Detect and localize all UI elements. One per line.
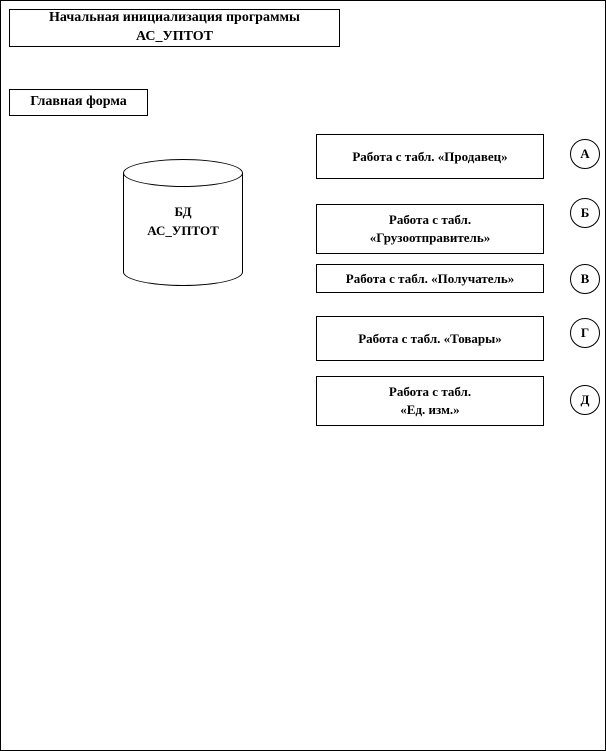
database-label: БД АС_УПТОТ — [123, 203, 243, 241]
table-box-gruzootpravitel: Работа с табл. «Грузоотправитель» — [316, 204, 544, 254]
connector-letter: А — [580, 146, 590, 161]
table-box-label: Работа с табл. «Продавец» — [352, 148, 508, 164]
table-box-tovary: Работа с табл. «Товары» — [316, 316, 544, 361]
database-label-line: АС_УПТОТ — [147, 222, 219, 238]
connector-letter: Г — [580, 325, 590, 340]
init-box: Начальная инициализация программы АС_УПТ… — [9, 9, 340, 47]
connector-circle-g: Г — [570, 318, 600, 348]
init-box-line: АС_УПТОТ — [135, 29, 214, 44]
connector-circle-a: А — [570, 139, 600, 169]
database-cylinder-top — [123, 159, 243, 187]
table-box-label: Работа с табл. «Товары» — [358, 330, 502, 346]
table-box-label-line: «Ед. изм.» — [400, 402, 460, 417]
database-cylinder: БД АС_УПТОТ — [123, 159, 243, 286]
connector-circle-b: Б — [570, 198, 600, 228]
table-box-prodavets: Работа с табл. «Продавец» — [316, 134, 544, 179]
main-form-box: Главная форма — [9, 89, 148, 116]
connector-circle-v: В — [570, 264, 600, 294]
connector-letter: Б — [580, 205, 590, 220]
table-box-ed-izm: Работа с табл. «Ед. изм.» — [316, 376, 544, 426]
table-box-label-line: Работа с табл. — [388, 384, 472, 400]
main-form-label: Главная форма — [30, 94, 127, 110]
database-cylinder-body — [123, 173, 243, 286]
connector-circle-d: Д — [570, 385, 600, 415]
database-label-line: БД — [174, 204, 192, 219]
table-box-label: Работа с табл. «Получатель» — [345, 270, 515, 286]
table-box-label-line: Работа с табл. — [388, 212, 472, 228]
init-box-line: Начальная инициализация программы — [49, 10, 300, 26]
table-box-label-line: «Грузоотправитель» — [369, 230, 491, 245]
connector-letter: Д — [580, 392, 590, 407]
connector-letter: В — [580, 271, 590, 286]
table-box-poluchatel: Работа с табл. «Получатель» — [316, 264, 544, 293]
